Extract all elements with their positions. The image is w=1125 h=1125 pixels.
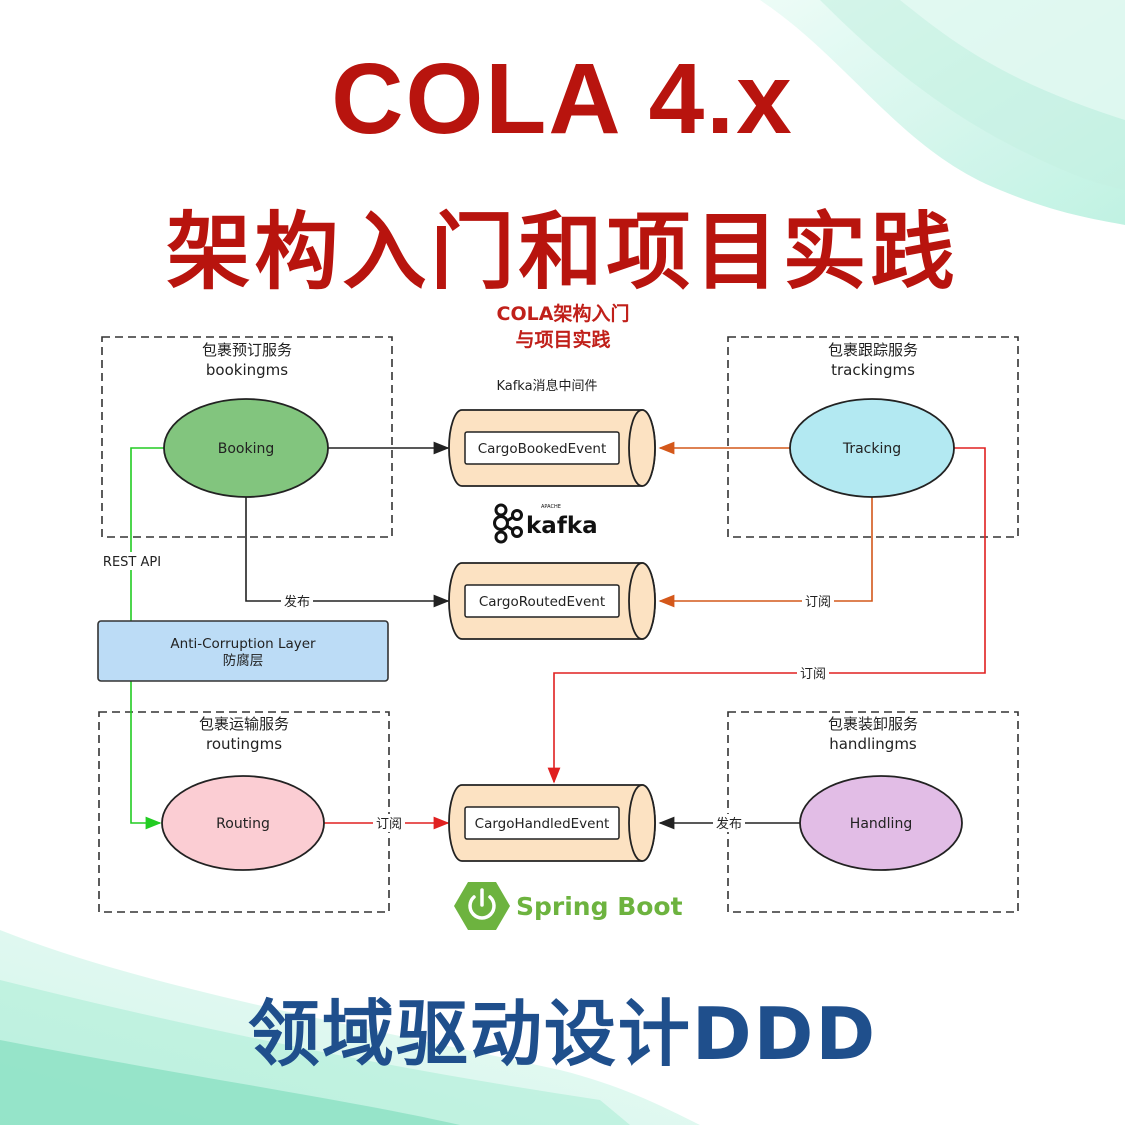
kafka-logo: APACHE kafka [493,503,598,544]
kafka-logo-text: kafka [526,513,598,539]
label-bg [373,814,405,832]
routing-service-title-cn: 包裹运输服务 [199,715,289,733]
handling-service-title-cn: 包裹装卸服务 [828,715,918,733]
edge-label-subscribe-2: 订阅 [800,667,826,682]
booking-service-box: 包裹预订服务 bookingms [101,336,393,538]
booking-service-title-en: bookingms [206,361,288,379]
cargo-routed-event-queue: CargoRoutedEvent [448,562,656,640]
handling-node-label: Handling [850,816,912,832]
kafka-middleware-label: Kafka消息中间件 [496,378,597,394]
cargo-handled-event-label: CargoHandledEvent [475,816,610,832]
kafka-logo-small: APACHE [541,504,561,510]
edge-label-subscribe-3: 订阅 [376,817,402,832]
edge-label-rest-api: REST API [103,555,161,570]
label-bg [797,664,829,682]
tracking-service-title-cn: 包裹跟踪服务 [828,341,918,359]
edge-booking-publish-routed [245,497,450,608]
handling-service-box: 包裹装卸服务 handlingms [727,711,1019,913]
handling-service-title-en: handlingms [829,735,917,753]
label-bg [713,814,745,832]
anti-corruption-layer: Anti-Corruption Layer 防腐层 [97,620,389,682]
top-right-wave [760,0,1125,225]
routing-node-label: Routing [216,816,270,832]
edge-label-publish-1: 发布 [284,594,310,610]
label-bg [281,592,313,610]
tracking-node: Tracking [789,398,955,498]
bottom-left-wave [0,930,700,1125]
label-bg [802,592,834,610]
routing-service-box: 包裹运输服务 routingms [98,711,390,913]
routing-service-title-en: routingms [206,735,282,753]
booking-node-label: Booking [218,441,275,457]
main-subtitle: 架构入门和项目实践 [166,203,959,301]
acl-label-cn: 防腐层 [223,653,264,669]
acl-label-en: Anti-Corruption Layer [170,636,316,652]
bottom-title: 领域驱动设计DDD [247,992,878,1076]
spring-boot-text: Spring Boot [516,892,683,921]
cargo-handled-event-queue: CargoHandledEvent [448,784,656,862]
main-title: COLA 4.x [331,43,794,155]
tracking-service-box: 包裹跟踪服务 trackingms [727,336,1019,538]
diagram-title-line2: 与项目实践 [515,328,610,351]
cargo-routed-event-label: CargoRoutedEvent [479,594,605,610]
edge-tracking-subscribe-routed [658,497,873,608]
handling-node: Handling [799,775,963,871]
routing-node: Routing [161,775,325,871]
tracking-node-label: Tracking [842,441,901,457]
diagram-title-line1: COLA架构入门 [497,302,630,325]
edge-label-publish-2: 发布 [716,816,742,832]
kafka-logo-icon [493,503,523,544]
label-bg [102,552,162,570]
edge-label-subscribe-1: 订阅 [805,595,831,610]
booking-service-title-cn: 包裹预订服务 [202,341,292,359]
cargo-booked-event-label: CargoBookedEvent [478,441,607,457]
power-icon [468,888,496,920]
tracking-service-title-en: trackingms [831,361,915,379]
edge-tracking-subscribe-handled [547,447,986,784]
spring-boot-logo: Spring Boot [454,882,683,930]
booking-node: Booking [163,398,329,498]
cargo-booked-event-queue: CargoBookedEvent [448,409,656,487]
